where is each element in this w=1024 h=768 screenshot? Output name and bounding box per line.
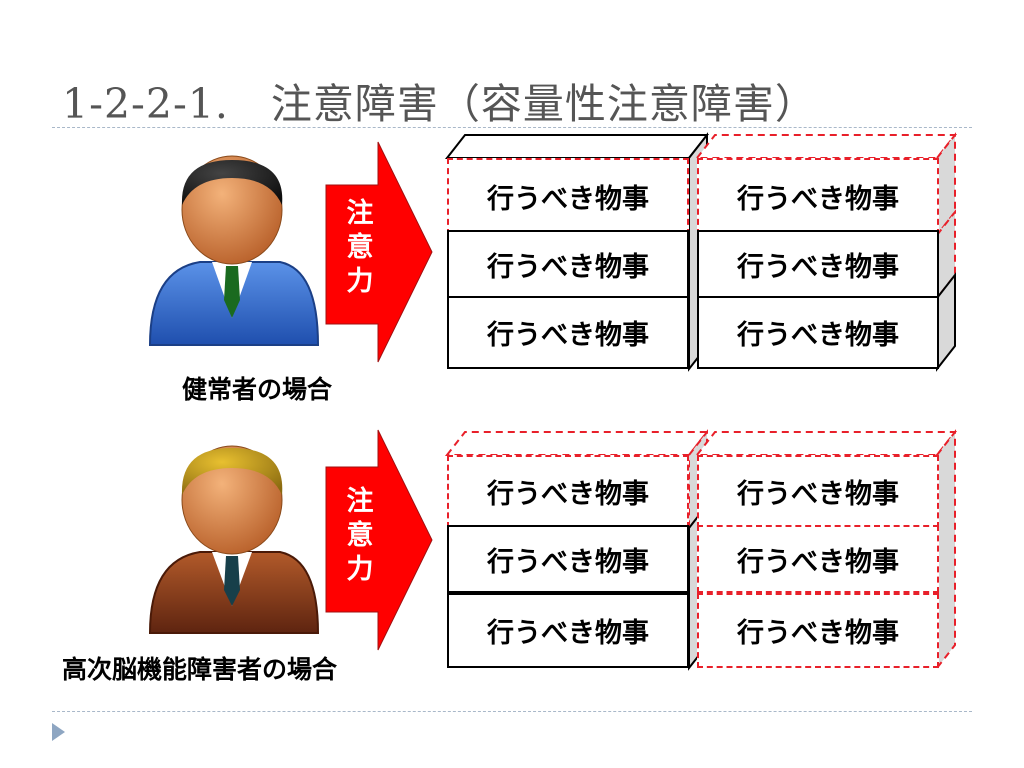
task-box: 行うべき物事	[447, 593, 689, 668]
task-box: 行うべき物事	[697, 525, 939, 593]
arrow-label-char: 注	[346, 486, 374, 517]
arrow-label-char: 力	[346, 554, 374, 585]
arrow-label-char: 意	[346, 520, 374, 551]
task-box: 行うべき物事	[697, 455, 939, 528]
task-box: 行うべき物事	[447, 455, 689, 528]
businessman-icon	[148, 445, 320, 634]
task-box: 行うべき物事	[447, 230, 689, 298]
task-box: 行うべき物事	[697, 593, 939, 668]
title-divider	[52, 127, 972, 128]
attention-arrow-label: 注 意 力	[340, 485, 380, 587]
task-box: 行うべき物事	[697, 296, 939, 369]
task-box: 行うべき物事	[697, 230, 939, 298]
businessman-icon	[148, 155, 320, 346]
attention-arrow-label: 注 意 力	[340, 197, 380, 299]
footer-divider	[52, 711, 972, 712]
arrow-label-char: 注	[346, 198, 374, 229]
arrow-label-char: 意	[346, 232, 374, 263]
right-arrow-icon	[325, 141, 433, 363]
bullet-triangle-icon	[52, 723, 65, 741]
page-title: 1-2-2-1. 注意障害（容量性注意障害）	[62, 80, 817, 128]
case-label-healthy: 健常者の場合	[182, 375, 333, 404]
arrow-label-char: 力	[346, 266, 374, 297]
task-box: 行うべき物事	[447, 525, 689, 593]
task-box: 行うべき物事	[697, 158, 939, 235]
task-box: 行うべき物事	[447, 158, 689, 235]
case-label-impaired: 高次脳機能障害者の場合	[62, 655, 338, 684]
task-box: 行うべき物事	[447, 296, 689, 369]
right-arrow-icon	[325, 429, 433, 651]
